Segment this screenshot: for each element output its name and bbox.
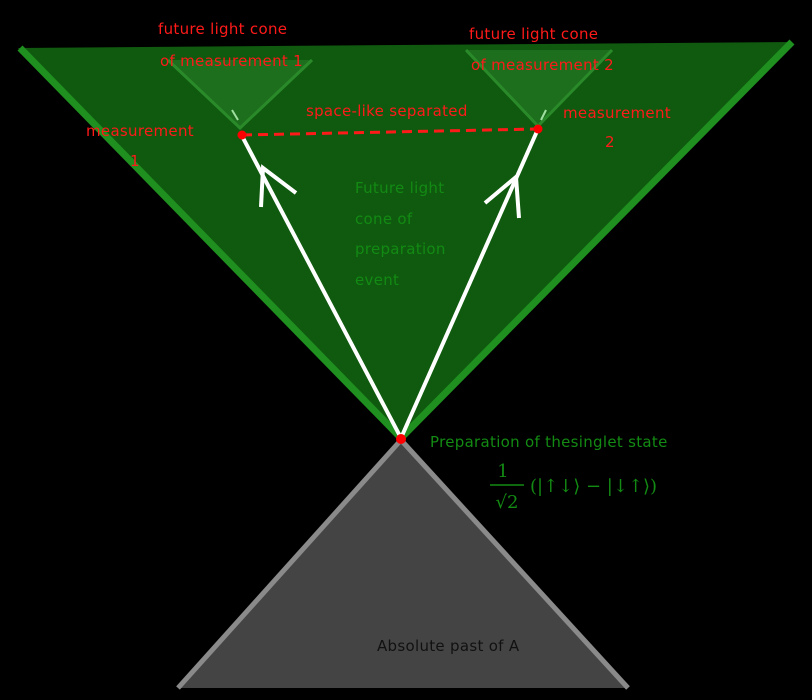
future-cone-prep-label-line2: cone of — [355, 210, 413, 228]
measurement-1-cone-edges — [166, 58, 314, 131]
preparation-label: Preparation of thesinglet state — [430, 433, 668, 451]
future-cone-m2-label-line2: of measurement 2 — [471, 56, 614, 74]
measurement-2-label-line1: measurement — [563, 104, 671, 122]
world-line-1 — [240, 135, 403, 439]
arrowhead-1 — [259, 164, 298, 208]
future-light-cone-measurement-2 — [466, 50, 612, 126]
absolute-past-label: Absolute past of A — [377, 637, 520, 655]
preparation-event — [396, 434, 406, 444]
past-cone-left-edge — [176, 438, 403, 690]
absolute-past-cone — [178, 440, 628, 688]
state-denominator: √2 — [496, 492, 519, 513]
future-cone-prep-label-line3: preparation — [355, 240, 446, 258]
future-cone-m1-label-line1: future light cone — [158, 20, 287, 38]
arrowhead-2 — [483, 172, 521, 219]
future-cone-prep-label-line1: Future light — [355, 179, 444, 197]
future-cone-m1-label-line2: of measurement 1 — [160, 52, 303, 70]
future-cone-left-edge — [17, 45, 404, 441]
measurement-1-event — [237, 130, 247, 140]
state-ket: (|↑↓⟩ − |↓↑⟩) — [530, 476, 657, 497]
measurement-2-cone-tick — [540, 109, 547, 121]
state-numerator: 1 — [497, 461, 508, 482]
measurement-1-label-line2: 1 — [130, 152, 140, 170]
measurement-2-label-line2: 2 — [605, 133, 615, 151]
future-light-cone-preparation — [18, 42, 792, 438]
measurement-1-label-line1: measurement — [86, 122, 194, 140]
future-light-cone-measurement-1 — [168, 60, 312, 128]
spacelike-label: space-like separated — [306, 102, 468, 120]
future-cone-prep-label-line4: event — [355, 271, 399, 289]
past-cone-right-edge — [399, 438, 630, 690]
spacelike-separation-line — [241, 127, 539, 137]
future-cone-m2-label-line1: future light cone — [469, 25, 598, 43]
measurement-2-event — [533, 124, 543, 134]
future-cone-right-edge — [398, 39, 795, 441]
measurement-1-cone-tick — [231, 109, 239, 121]
